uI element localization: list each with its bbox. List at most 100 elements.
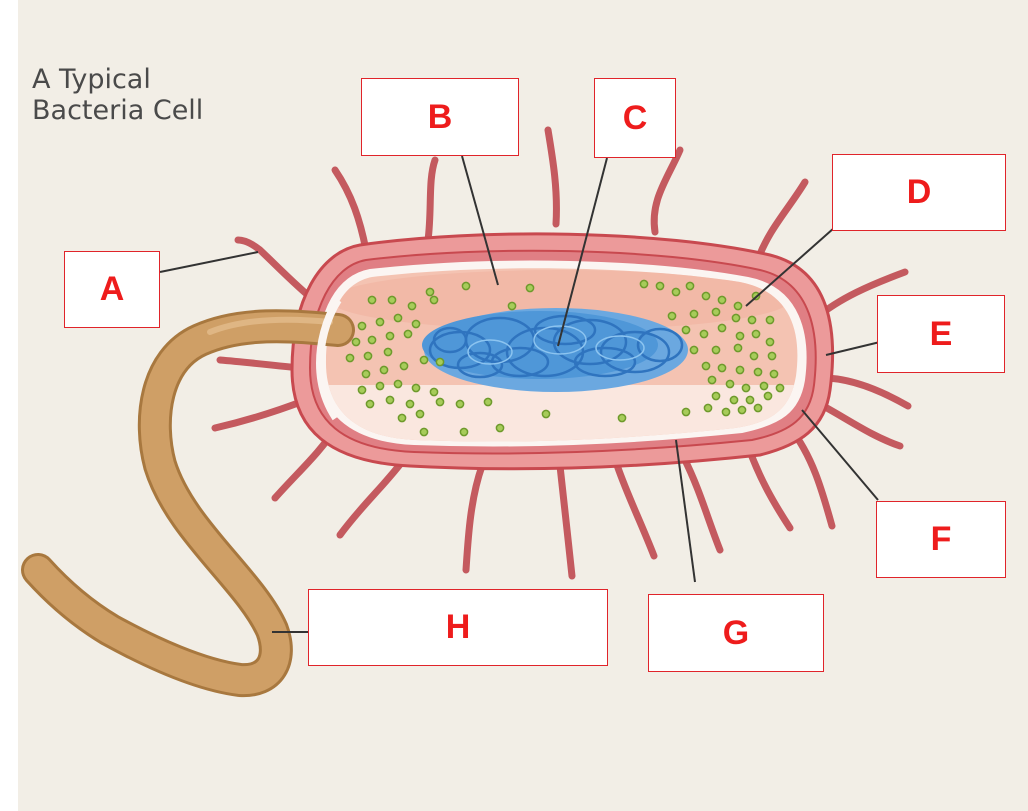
pilus (748, 446, 790, 528)
ribosome-dot (394, 314, 401, 321)
ribosome-dot (358, 386, 365, 393)
ribosome-dot (460, 428, 467, 435)
pilus (548, 130, 556, 224)
ribosome-dot (702, 292, 709, 299)
ribosome-dot (640, 280, 647, 287)
ribosome-dot (376, 382, 383, 389)
ribosome-dot (742, 384, 749, 391)
ribosome-dot (384, 348, 391, 355)
ribosome-dot (686, 282, 693, 289)
label-box-c: C (594, 78, 676, 158)
ribosome-dot (700, 330, 707, 337)
ribosome-dot (750, 352, 757, 359)
pilus (616, 462, 654, 556)
ribosome-dot (712, 346, 719, 353)
leader-line-e (826, 342, 880, 355)
ribosome-dot (734, 302, 741, 309)
ribosome-dot (412, 320, 419, 327)
pilus (220, 360, 300, 368)
ribosome-dot (400, 362, 407, 369)
ribosome-dot (704, 404, 711, 411)
ribosome-dot (702, 362, 709, 369)
ribosome-dot (376, 318, 383, 325)
label-box-d: D (832, 154, 1006, 231)
ribosome-dot (364, 352, 371, 359)
ribosome-dot (542, 410, 549, 417)
ribosome-dot (430, 296, 437, 303)
ribosome-dot (508, 302, 515, 309)
pilus (466, 466, 482, 570)
ribosome-dot (484, 398, 491, 405)
ribosome-dot (420, 428, 427, 435)
ribosome-dot (462, 282, 469, 289)
ribosome-dot (368, 336, 375, 343)
ribosome-dot (388, 296, 395, 303)
pilus (560, 466, 572, 576)
ribosome-dot (412, 384, 419, 391)
ribosome-dot (754, 404, 761, 411)
ribosome-dot (386, 396, 393, 403)
nucleoid (422, 308, 688, 392)
ribosome-dot (430, 388, 437, 395)
ribosome-dot (346, 354, 353, 361)
ribosome-dot (672, 288, 679, 295)
ribosome-dot (394, 380, 401, 387)
ribosome-dot (722, 408, 729, 415)
ribosome-dot (682, 408, 689, 415)
ribosome-dot (726, 380, 733, 387)
ribosome-dot (436, 358, 443, 365)
label-box-g: G (648, 594, 824, 672)
ribosome-dot (668, 312, 675, 319)
ribosome-dot (368, 296, 375, 303)
pilus (823, 378, 908, 406)
ribosome-dot (426, 288, 433, 295)
pilus (654, 150, 680, 232)
leader-line-f (802, 410, 878, 500)
pilus (335, 170, 366, 250)
ribosome-dot (732, 314, 739, 321)
ribosome-dot (496, 424, 503, 431)
pilus (757, 182, 805, 262)
ribosome-dot (406, 400, 413, 407)
pilus (340, 458, 405, 535)
ribosome-dot (712, 392, 719, 399)
ribosome-dot (730, 396, 737, 403)
ribosome-dot (362, 370, 369, 377)
ribosome-dot (420, 356, 427, 363)
label-box-h: H (308, 589, 608, 666)
ribosome-dot (718, 296, 725, 303)
ribosome-dot (764, 392, 771, 399)
label-box-b: B (361, 78, 519, 156)
label-box-f: F (876, 501, 1006, 578)
pilus (238, 240, 316, 302)
ribosome-dot (718, 364, 725, 371)
label-box-a: A (64, 251, 160, 328)
ribosome-dot (690, 310, 697, 317)
label-box-e: E (877, 295, 1005, 373)
ribosome-dot (718, 324, 725, 331)
ribosome-dot (738, 406, 745, 413)
pilus (215, 400, 306, 428)
ribosome-dot (736, 332, 743, 339)
ribosome-dot (748, 316, 755, 323)
ribosome-dot (416, 410, 423, 417)
ribosome-dot (352, 338, 359, 345)
ribosome-dot (366, 400, 373, 407)
ribosome-dot (358, 322, 365, 329)
ribosome-dot (712, 308, 719, 315)
ribosome-dot (760, 382, 767, 389)
ribosome-dot (766, 316, 773, 323)
pilus (428, 160, 435, 240)
ribosome-dot (752, 330, 759, 337)
ribosome-dot (770, 370, 777, 377)
ribosome-dot (754, 368, 761, 375)
ribosome-dot (618, 414, 625, 421)
ribosome-dot (682, 326, 689, 333)
ribosome-dot (404, 330, 411, 337)
ribosome-dot (408, 302, 415, 309)
ribosome-dot (734, 344, 741, 351)
ribosome-dot (386, 332, 393, 339)
ribosome-dot (456, 400, 463, 407)
ribosome-dot (736, 366, 743, 373)
ribosome-dot (708, 376, 715, 383)
